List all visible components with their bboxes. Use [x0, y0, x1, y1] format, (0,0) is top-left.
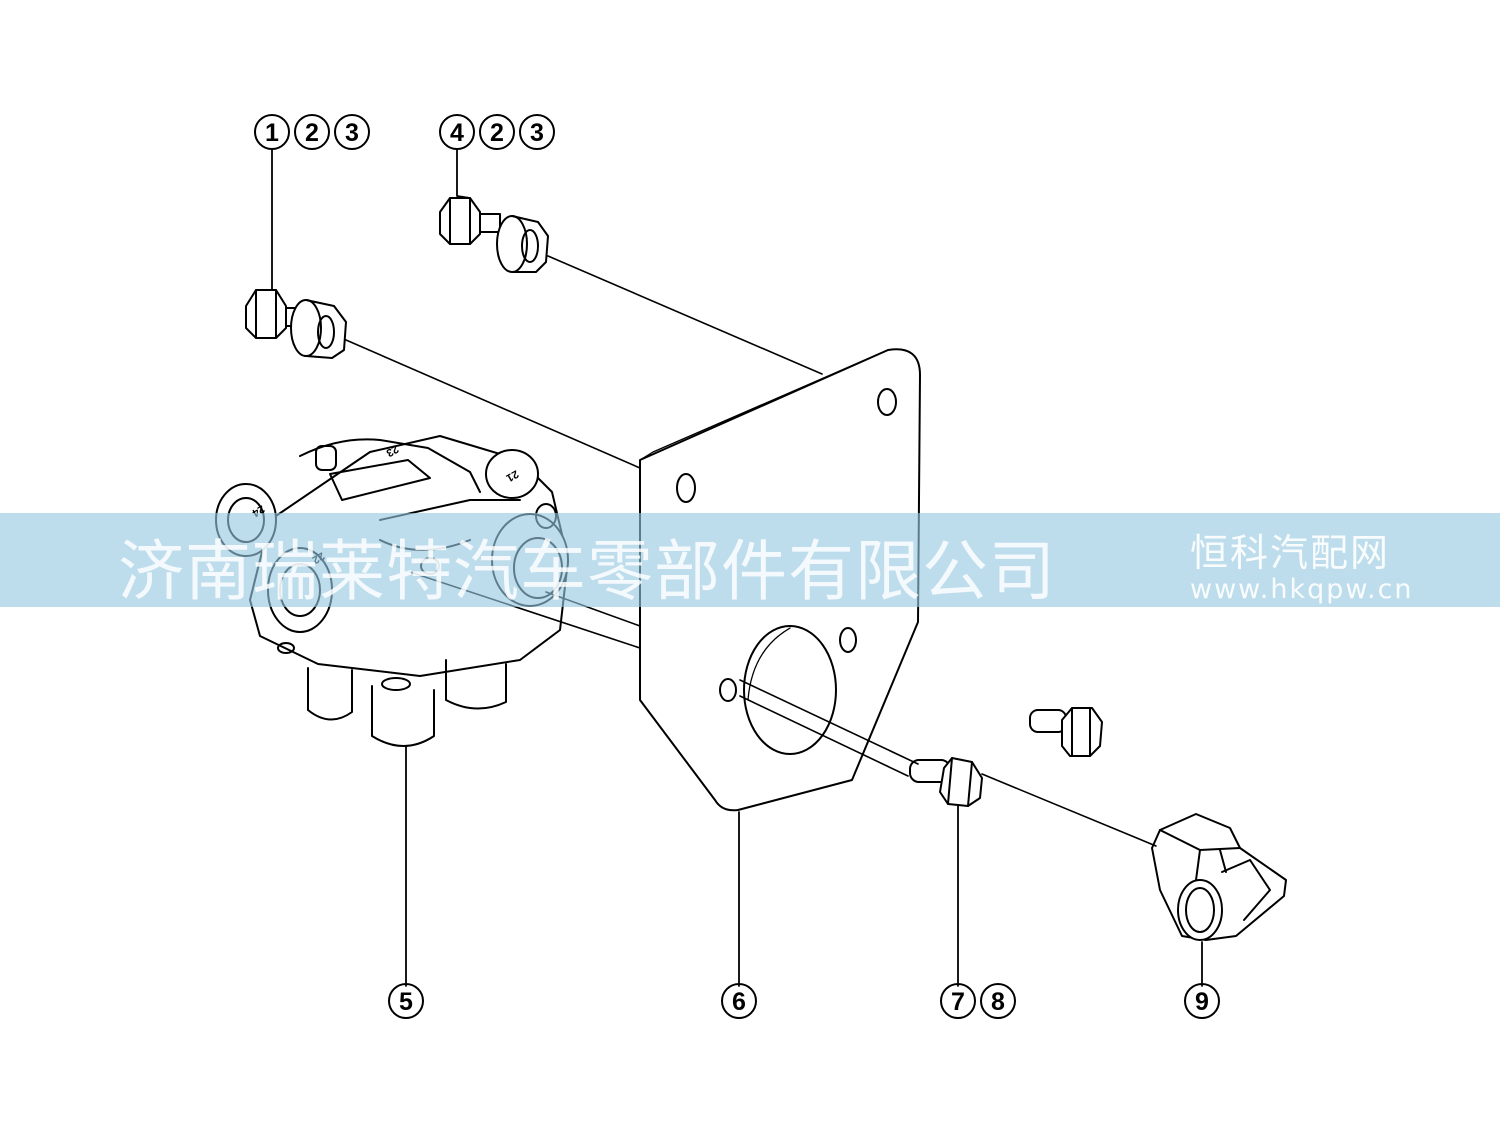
bolt-upper	[439, 197, 501, 245]
bolt-item-7	[909, 757, 983, 807]
callout-number: 9	[1195, 988, 1209, 1016]
watermark-band	[0, 513, 1500, 607]
washer-lower	[290, 299, 347, 359]
callout-number: 4	[450, 119, 464, 147]
callout-number: 2	[490, 119, 504, 147]
callout-circles	[254, 114, 1220, 1019]
port-label: 23	[384, 442, 401, 459]
watermark-url: www.hkqpw.cn	[1190, 574, 1414, 605]
callout-number: 7	[951, 988, 965, 1016]
callout-number: 1	[265, 119, 279, 147]
callout-number: 6	[732, 988, 746, 1016]
callout-number: 5	[399, 988, 413, 1016]
watermark-brand: 恒科汽配网	[1190, 531, 1391, 575]
watermark-company: 济南瑞莱特汽车零部件有限公司	[118, 533, 1056, 610]
callout-number: 3	[345, 119, 359, 147]
port-label: 21	[504, 467, 521, 484]
washer-upper	[496, 215, 549, 273]
elbow-fitting	[1151, 813, 1287, 941]
bolt-loose	[1029, 707, 1103, 757]
callout-number: 8	[991, 988, 1005, 1016]
leader-lines	[271, 149, 1203, 987]
callout-number: 3	[530, 119, 544, 147]
callout-number: 2	[305, 119, 319, 147]
